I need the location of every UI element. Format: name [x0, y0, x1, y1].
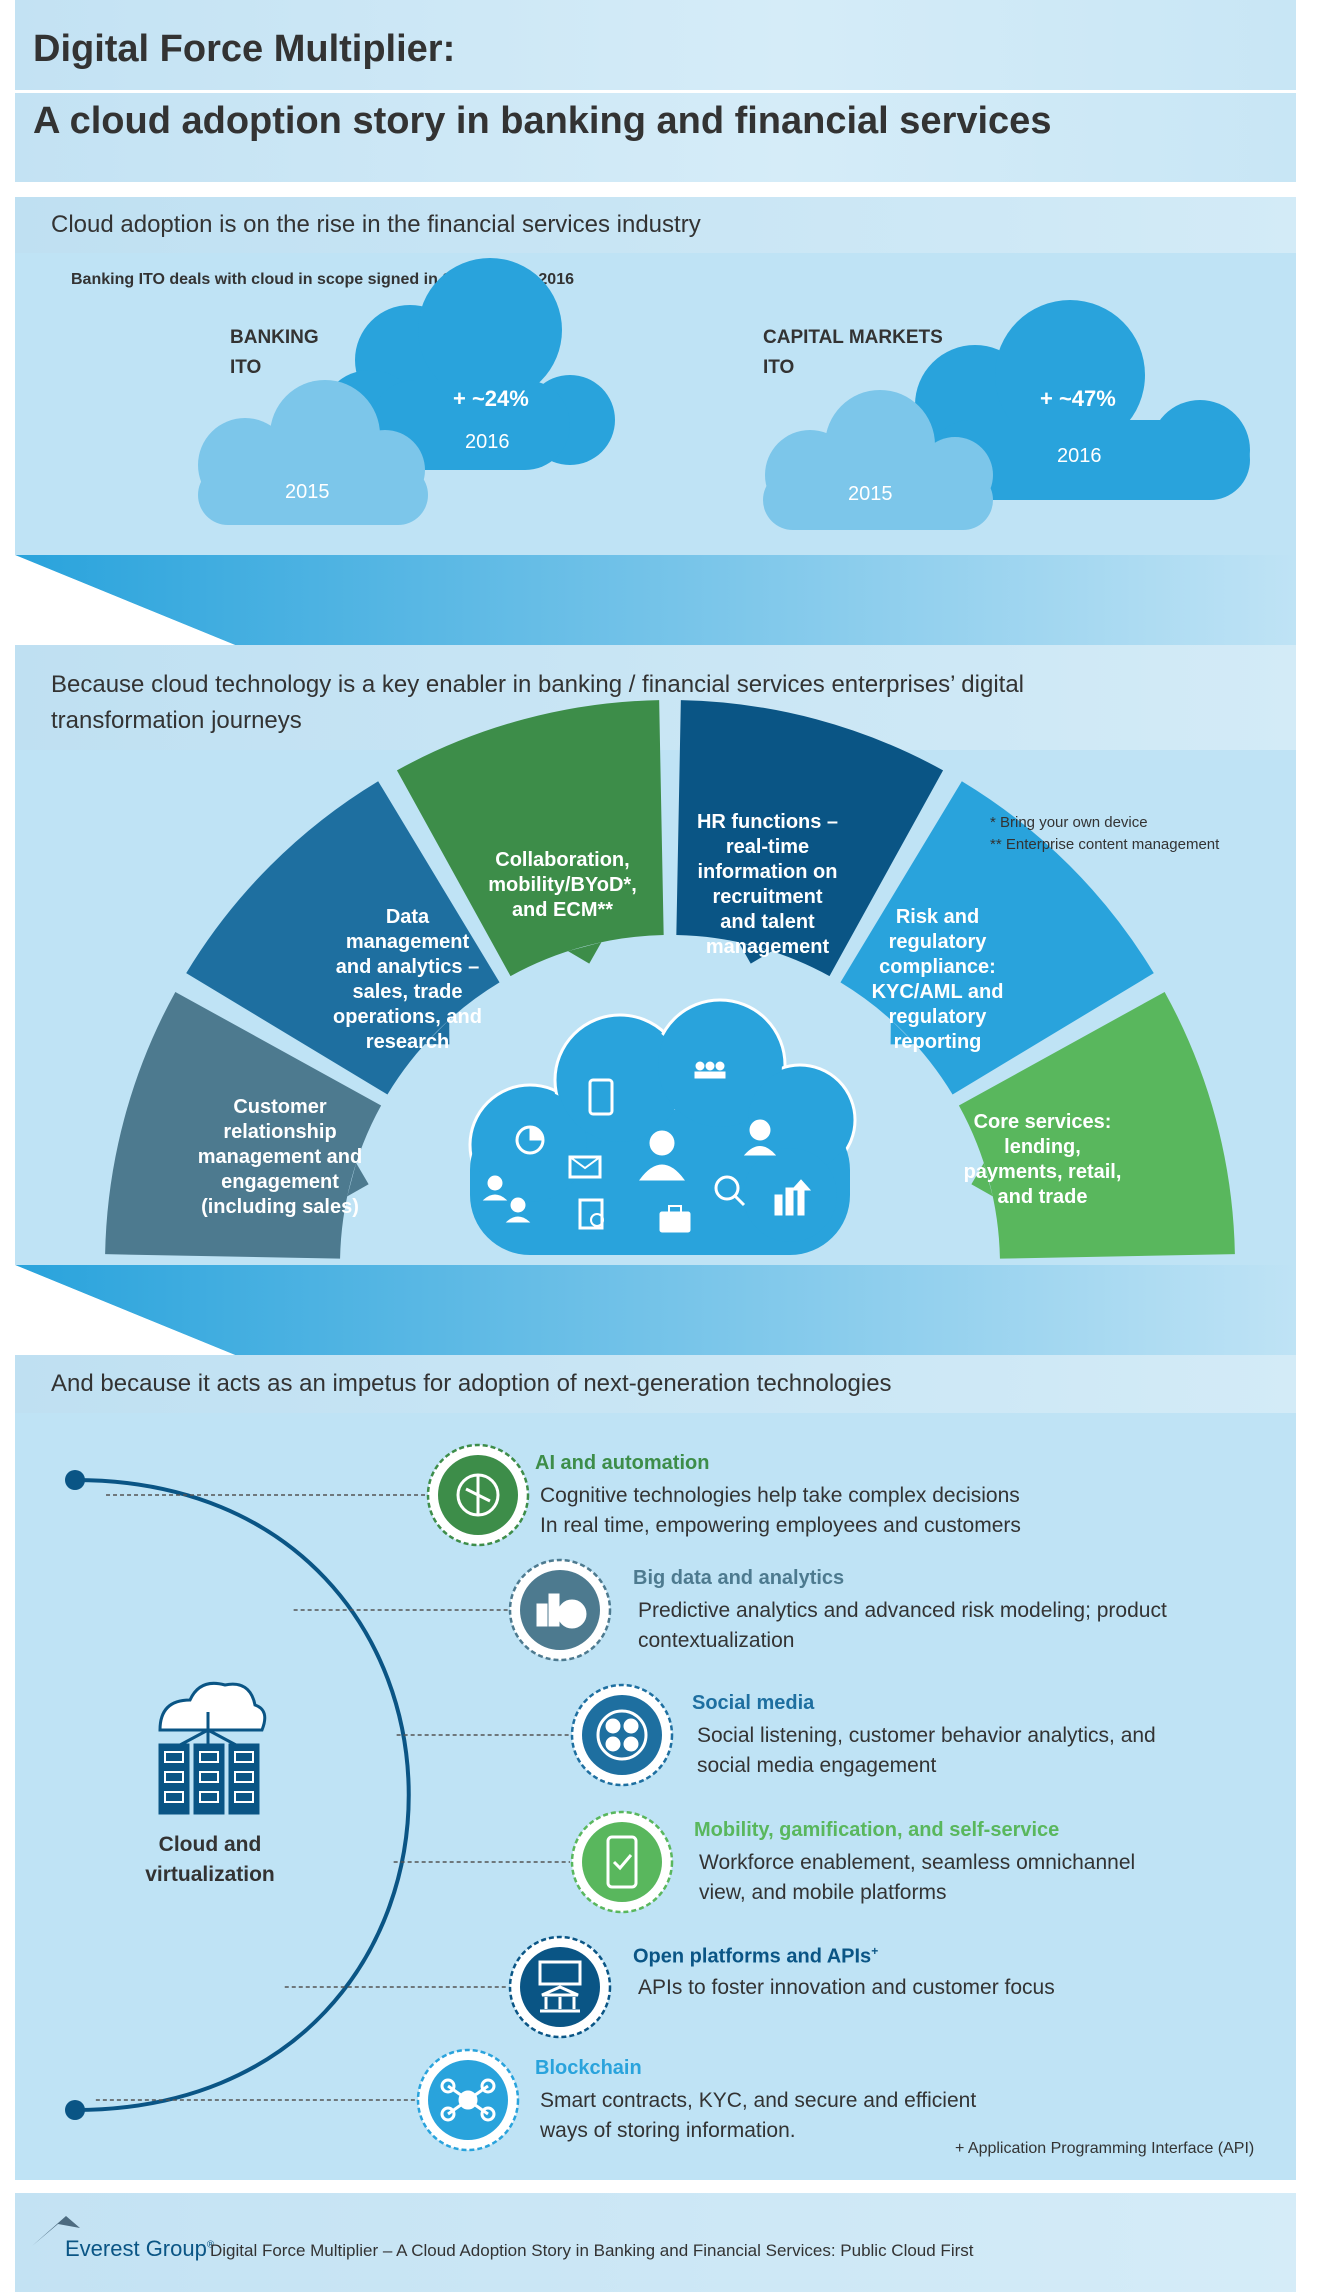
- tech-item-title: Big data and analytics: [633, 1567, 845, 1589]
- tech-item-title: Mobility, gamification, and self-service: [694, 1819, 1060, 1841]
- enabler-wedge-label: Core services:lending,payments, retail,a…: [963, 1111, 1122, 1208]
- enabler-wedge: [840, 781, 1154, 1095]
- tech-item-description: Workforce enablement, seamless omnichann…: [699, 1851, 1136, 1904]
- enabler-fan: [105, 700, 1235, 1259]
- social-globe-icon: [582, 1695, 662, 1775]
- pie-chart-icon: [515, 1125, 545, 1155]
- tech-item-description: Predictive analytics and advanced risk m…: [638, 1599, 1167, 1652]
- page-title-line1: Digital Force Multiplier:: [33, 28, 456, 70]
- smartphone-check-icon: [582, 1822, 662, 1902]
- wedge-pointer: [738, 942, 772, 964]
- document-search-icon: [578, 1198, 604, 1230]
- section-connector-1: [15, 555, 1296, 645]
- smartphone-icon: [588, 1078, 614, 1116]
- meeting-icon: [694, 1061, 726, 1079]
- center-cloud: [468, 998, 857, 1255]
- envelope-icon: [568, 1155, 602, 1179]
- enabler-wedge: [105, 991, 382, 1259]
- capital-growth: + ~47%: [1040, 386, 1116, 411]
- banking-cloud-2015: [198, 380, 428, 525]
- cloud-server-icon: [158, 1681, 267, 1815]
- tech-item-title: Blockchain: [535, 2057, 642, 2079]
- footnote-byod: * Bring your own device: [990, 814, 1148, 831]
- wedge-pointer: [424, 1019, 450, 1045]
- arc-start-dot: [65, 1470, 85, 1490]
- tech-item-description: APIs to foster innovation and customer f…: [638, 1976, 1055, 1999]
- smartphone-check-icon-glyph: [606, 1835, 638, 1889]
- social-globe-icon-glyph: [596, 1709, 648, 1761]
- capital-year-2016: 2016: [1057, 445, 1102, 467]
- footer-caption: Digital Force Multiplier – A Cloud Adopt…: [210, 2241, 974, 2260]
- footnote-ecm: ** Enterprise content management: [990, 836, 1220, 853]
- enabler-wedge-label: Collaboration,mobility/BYoD*,and ECM**: [488, 849, 637, 921]
- enabler-wedge: [676, 700, 944, 977]
- enabler-wedge: [396, 700, 664, 977]
- footer-band: [15, 2193, 1296, 2292]
- tech-item-title: Open platforms and APIs+: [633, 1944, 879, 1968]
- bar-pie-chart-icon-glyph: [536, 1593, 587, 1629]
- everest-logo-text: Everest Group®: [65, 2236, 215, 2261]
- capital-cloud-2015: [763, 390, 993, 530]
- page-title-line2: A cloud adoption story in banking and fi…: [33, 100, 1052, 142]
- wedge-pointer: [890, 1019, 916, 1045]
- capital-cloud-2016: [915, 300, 1250, 500]
- arc-end-dot: [65, 2100, 85, 2120]
- banking-year-2015: 2015: [285, 481, 330, 503]
- customer-exchange-icon: [482, 1175, 531, 1223]
- api-footnote: + Application Programming Interface (API…: [955, 2140, 1255, 2157]
- capital-year-2015: 2015: [848, 483, 893, 505]
- wedge-pointer: [568, 942, 602, 964]
- growth-chart-icon: [774, 1179, 812, 1216]
- banking-growth: + ~24%: [453, 386, 529, 411]
- briefcase-icon: [659, 1205, 691, 1233]
- enabler-wedge: [186, 781, 500, 1095]
- blockchain-network-icon-glyph: [440, 2078, 496, 2122]
- wedge-pointer: [971, 1163, 993, 1197]
- section3-heading: And because it acts as an impetus for ad…: [15, 1355, 1296, 1413]
- section1-heading: Cloud adoption is on the rise in the fin…: [15, 197, 1296, 253]
- brain-circuit-icon-glyph: [456, 1473, 500, 1517]
- tech-arc-diagram: [65, 1443, 674, 2152]
- title-divider: [15, 90, 1296, 93]
- section-connector-2: [15, 1265, 1296, 1355]
- user-icon: [639, 1130, 685, 1181]
- tech-item-description: Smart contracts, KYC, and secure and eff…: [540, 2089, 977, 2142]
- wedge-pointer: [347, 1163, 369, 1197]
- tech-item-title: Social media: [692, 1692, 815, 1714]
- tech-item-description: Social listening, customer behavior anal…: [697, 1724, 1156, 1777]
- bank-presentation-icon-glyph: [538, 1960, 582, 2013]
- banking-year-2016: 2016: [465, 431, 510, 453]
- tech-arc: [74, 1478, 411, 2112]
- growth-clouds: [198, 258, 1250, 530]
- globe-search-icon: [714, 1175, 746, 1207]
- enabler-wedge: [958, 991, 1235, 1259]
- tech-item-title: AI and automation: [535, 1452, 710, 1474]
- support-agent-icon: [743, 1119, 777, 1156]
- tech-item-description: Cognitive technologies help take complex…: [540, 1484, 1021, 1537]
- everest-logo-icon: [32, 2216, 80, 2246]
